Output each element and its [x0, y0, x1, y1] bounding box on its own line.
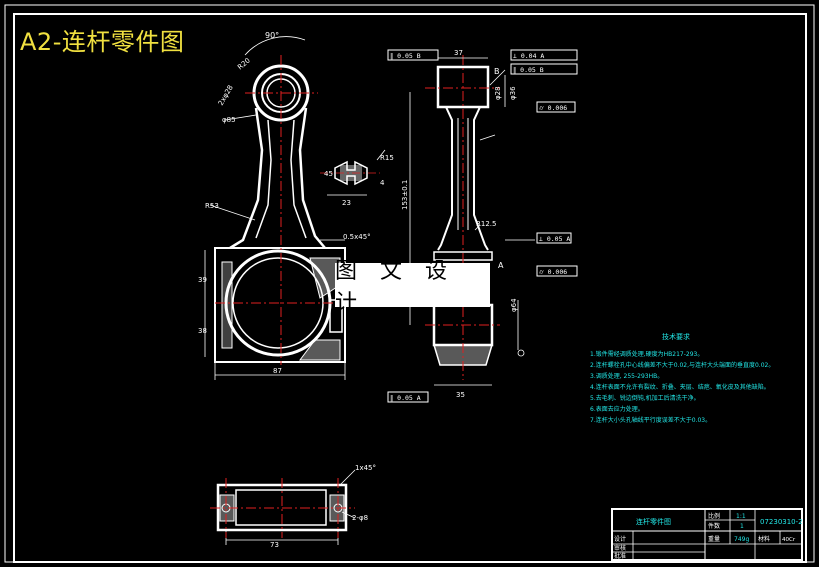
datum-b: B [494, 67, 500, 76]
inner-border [13, 13, 807, 563]
tb-approver-label: 批准 [614, 552, 626, 560]
drawing-title: A2-连杆零件图 [20, 28, 185, 56]
cap-centerlines [210, 478, 355, 538]
tb-count-value: 1 [740, 523, 744, 530]
ibeam-section [320, 149, 386, 196]
dim-d36: φ36 [509, 86, 517, 100]
front-view [214, 64, 346, 363]
dim-chamfer-top: 0.5x45° [343, 233, 371, 241]
dim-45: 45 [324, 170, 333, 178]
tol-cyl-mid: ⌭ 0.006 [539, 268, 567, 276]
side-cap-hatch [432, 344, 494, 366]
tb-scale-value: 1:1 [736, 513, 746, 520]
watermark-badge: 图 文 设 计 [335, 259, 490, 316]
tb-part-name: 连杆零件图 [636, 517, 671, 526]
tb-material-label: 材料 [758, 535, 770, 543]
tb-checker-label: 审核 [614, 544, 626, 552]
dim-d28b: φ28 [494, 86, 502, 100]
tol-perp-mid: ⊥ 0.05 A [539, 235, 570, 243]
dim-d64: φ64 [510, 298, 518, 312]
technical-requirements: 技术要求 1.锻件需经调质处理,硬度为HB217-293。 2.连杆螺栓孔中心线… [590, 332, 774, 424]
section-hatch-lower [299, 339, 341, 361]
shank-right [298, 107, 326, 249]
dim-chamfer-bottom: 1x45° [355, 464, 376, 472]
tech-req-line: 4.连杆表面不允许有裂纹、折叠、夹层、结疤、氧化皮及其他缺陷。 [590, 383, 770, 391]
front-dims [204, 36, 346, 380]
shank-rib-left [255, 119, 272, 239]
dim-r15: R15 [380, 154, 394, 162]
tb-drawing-no: 07230310-2 [760, 518, 803, 526]
section-hatch-left [221, 261, 233, 349]
dim-153: 153±0.1 [401, 180, 409, 210]
tol-parallel-top-left: ∥ 0.05 B [390, 52, 421, 60]
title-block-text: 连杆零件图 比例 1:1 件数 1 重量 749g 材料 40Cr 072303… [614, 512, 803, 560]
dim-38: 38 [198, 327, 207, 335]
dim-r20: R20 [236, 57, 252, 72]
tb-weight-value: 749g [734, 536, 749, 543]
dim-4: 4 [380, 179, 385, 187]
dim-37: 37 [454, 49, 463, 57]
dim-23: 23 [342, 199, 351, 207]
dim-d8: 2-φ8 [352, 514, 368, 522]
dim-35: 35 [456, 391, 465, 399]
side-centerlines [425, 55, 500, 380]
dim-angle: 90° [265, 31, 279, 40]
dim-87: 87 [273, 367, 282, 375]
tech-req-heading: 技术要求 [662, 332, 690, 341]
dim-d85: φ85 [222, 116, 236, 124]
tb-count-label: 件数 [708, 522, 720, 530]
tolerance-text: ∥ 0.05 B ⊥ 0.04 A ∥ 0.05 B ⌭ 0.006 ⊥ 0.0… [390, 52, 570, 402]
shank-left [229, 107, 264, 250]
tech-req-line: 1.锻件需经调质处理,硬度为HB217-293。 [590, 350, 703, 358]
tb-designer-label: 设计 [614, 535, 626, 543]
dim-39: 39 [198, 276, 207, 284]
tb-scale-label: 比例 [708, 512, 720, 520]
tech-req-line: 5.去毛刺、锐边倒钝,机加工后清洗干净。 [590, 394, 700, 402]
tech-req-line: 7.连杆大小头孔轴线平行度误差不大于0.03。 [590, 416, 711, 424]
tol-cyl-top: ⌭ 0.006 [539, 104, 567, 112]
tech-req-line: 6.表面去应力处理。 [590, 405, 644, 413]
dim-r12-5: R12.5 [476, 220, 496, 228]
side-small-end [436, 65, 490, 109]
dim-d28: 2xφ28 [217, 84, 235, 107]
dim-73: 73 [270, 541, 279, 549]
tol-parallel-bottom: ∥ 0.05 A [390, 394, 421, 402]
tech-req-line: 3.调质处理, 255-293HB。 [590, 372, 663, 380]
title-block [611, 508, 803, 561]
tb-weight-label: 重量 [708, 535, 720, 543]
tolerance-frames [387, 49, 578, 403]
tb-material-value: 40Cr [782, 537, 796, 543]
dim-r53: R53 [205, 202, 219, 210]
tech-req-line: 2.连杆螺栓孔中心线偏差不大于0.02,与连杆大头端面的垂直度0.02。 [590, 361, 774, 369]
datum-a: A [498, 261, 504, 270]
shank-rib-right [290, 119, 307, 239]
tol-perp-top: ⊥ 0.04 A [513, 52, 544, 60]
front-centerlines [215, 55, 345, 365]
tol-parallel-top-right: ∥ 0.05 B [513, 66, 544, 74]
